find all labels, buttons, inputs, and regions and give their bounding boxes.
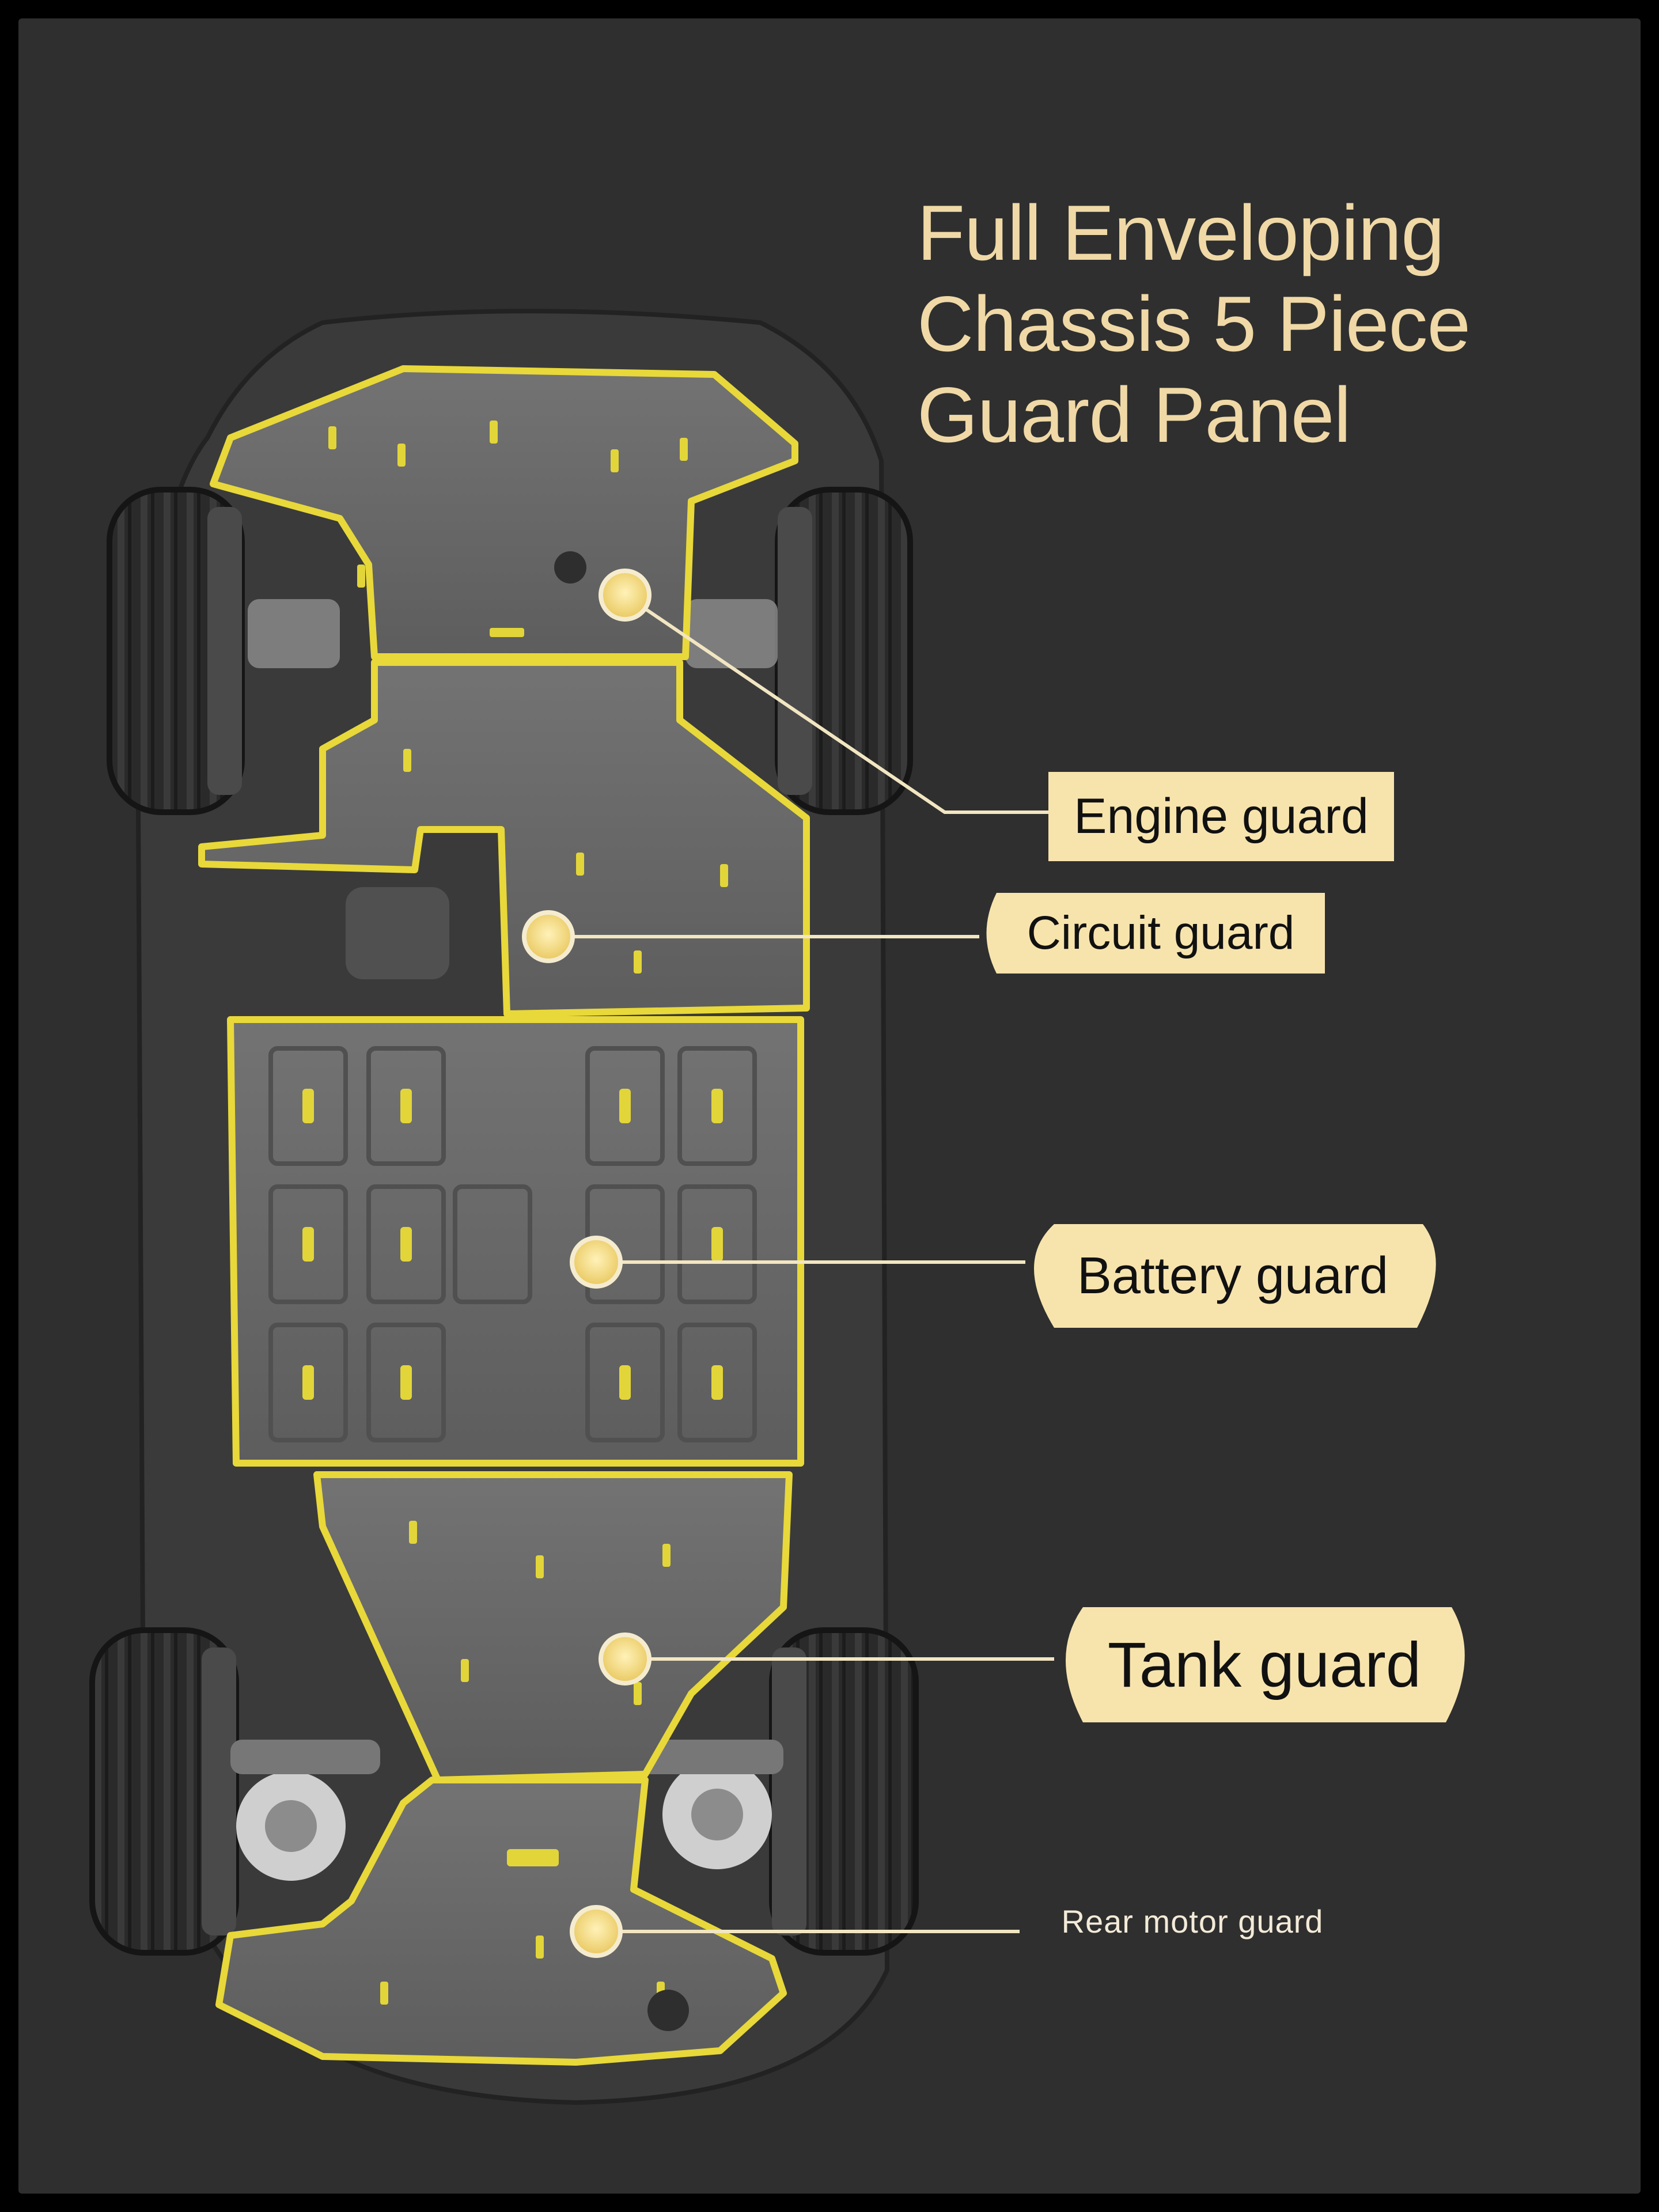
front-left-wheel (107, 487, 245, 815)
rear-motor-guard-label: Rear motor guard (1061, 1903, 1324, 1940)
tank-guard-label: Tank guard (1107, 1629, 1422, 1700)
front-right-wheel (775, 487, 913, 815)
diagram-title: Full Enveloping Chassis 5 Piece Guard Pa… (917, 187, 1562, 460)
rear-left-wheel (89, 1627, 239, 1956)
engine-guard-panel (210, 365, 798, 660)
panel-slots (328, 421, 728, 2005)
battery-label-box (1034, 1224, 1436, 1328)
circuit-label-box (986, 893, 1325, 974)
battery-guard-label: Battery guard (1077, 1247, 1389, 1305)
label-boxes (986, 772, 1465, 1722)
rear-motor-guard-panel (215, 1777, 787, 2066)
guard-panels (198, 365, 810, 2066)
engine-guard-label: Engine guard (1074, 789, 1369, 844)
battery-dot (570, 1236, 623, 1289)
tank-guard-panel (313, 1471, 793, 1783)
rear-suspension (230, 1740, 783, 1881)
circuit-dot (522, 910, 575, 963)
battery-guard-panel (227, 1016, 804, 1467)
circuit-guard-panel (198, 659, 810, 1017)
engine-leader (624, 593, 1048, 814)
rear-right-wheel (769, 1627, 919, 1956)
battery-slots (302, 1089, 723, 1400)
tank-label-box (1066, 1607, 1465, 1722)
title-line-2: Chassis 5 Piece (917, 280, 1471, 368)
engine-label-box (1048, 772, 1394, 861)
battery-grid (268, 1046, 757, 1442)
circuit-guard-label: Circuit guard (1027, 907, 1295, 959)
engine-dot (599, 569, 652, 622)
callout-dots (522, 569, 652, 1958)
rear-motor-dot (570, 1905, 623, 1958)
title-line-3: Guard Panel (917, 371, 1351, 459)
title-line-1: Full Enveloping (917, 189, 1445, 276)
panel-holes (554, 551, 689, 2031)
tank-dot (599, 1633, 652, 1685)
leader-lines (548, 593, 1054, 1933)
